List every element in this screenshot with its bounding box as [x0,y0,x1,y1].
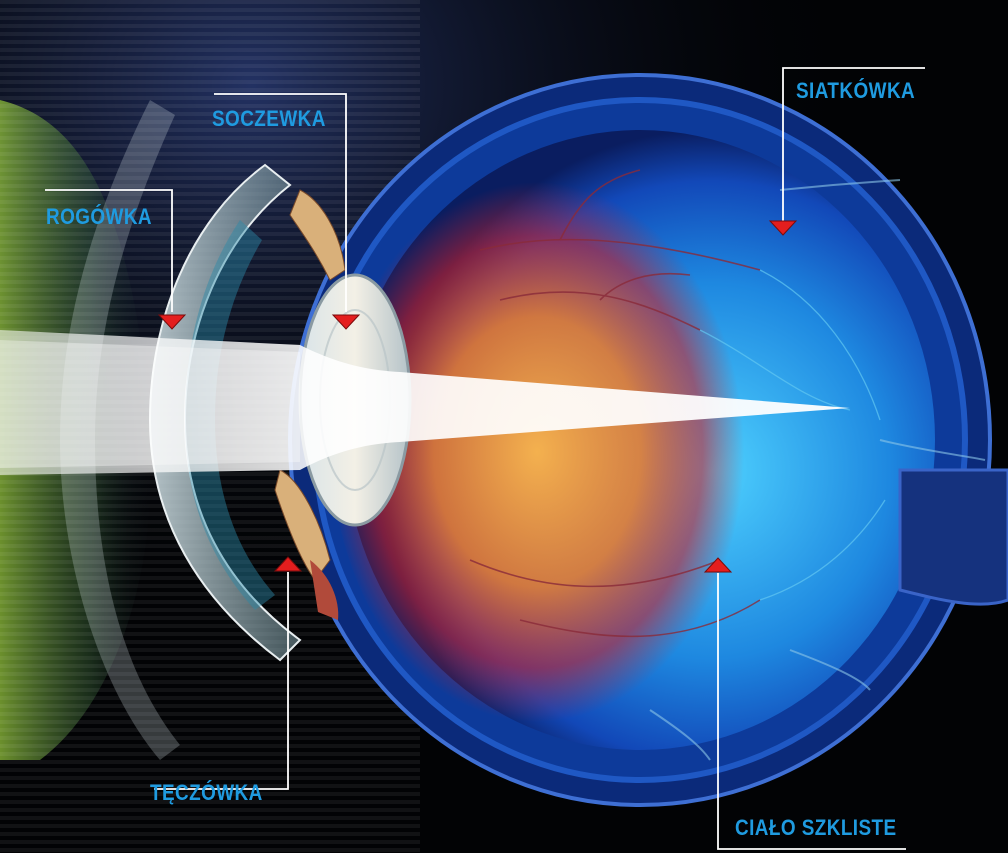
label-siatkowka: SIATKÓWKA [796,78,915,104]
label-soczewka: SOCZEWKA [212,106,326,132]
label-cialo-szkliste: CIAŁO SZKLISTE [735,815,897,841]
label-teczowka: TĘCZÓWKA [150,780,263,806]
label-rogowka: ROGÓWKA [46,204,152,230]
